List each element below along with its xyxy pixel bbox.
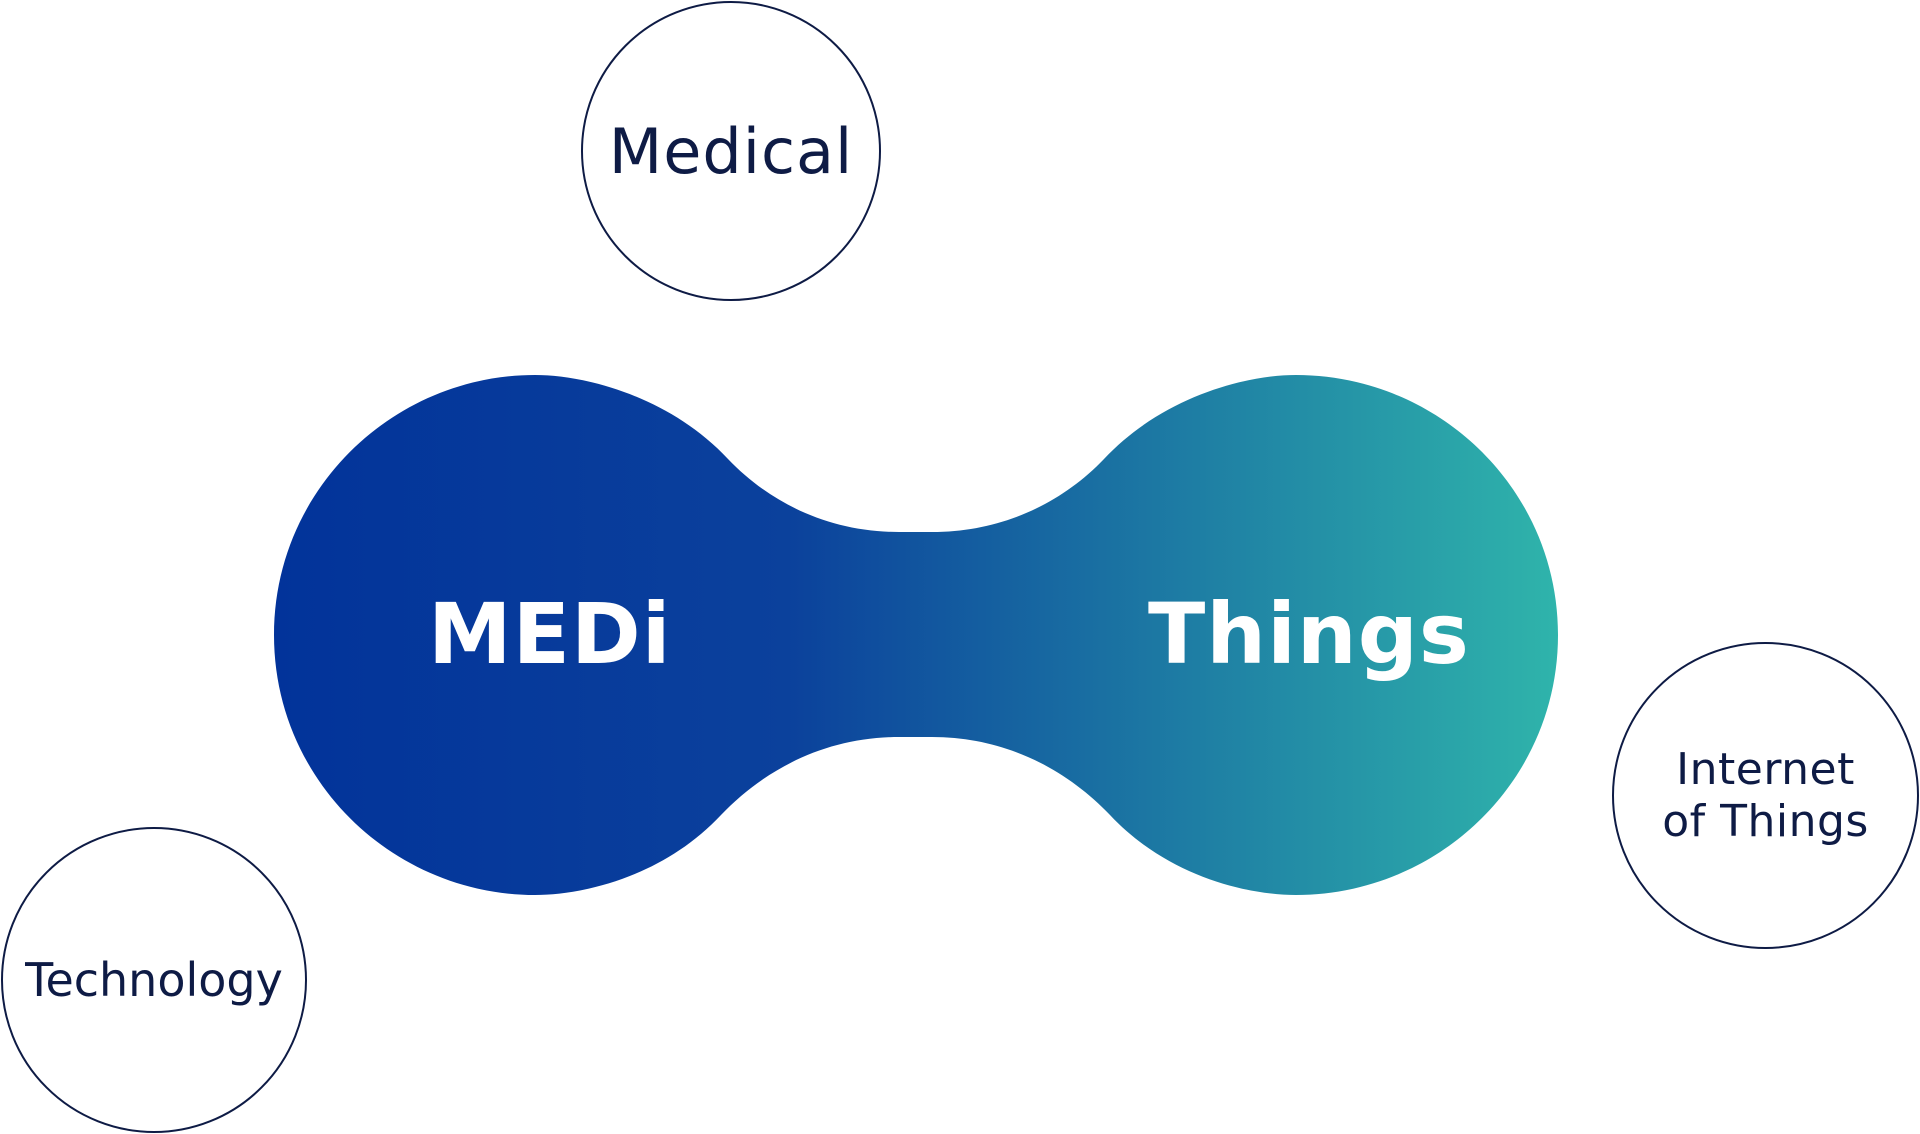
internet-of-things-label: Internet of Things xyxy=(1662,743,1869,847)
dumbbell-body xyxy=(274,375,1558,895)
medi-label: MEDi xyxy=(428,585,672,683)
technology-bubble: Technology xyxy=(1,827,307,1133)
medical-label: Medical xyxy=(608,114,854,188)
medical-bubble: Medical xyxy=(581,1,881,301)
internet-of-things-bubble: Internet of Things xyxy=(1612,642,1919,949)
things-label: Things xyxy=(1148,585,1470,683)
technology-label: Technology xyxy=(25,953,283,1007)
